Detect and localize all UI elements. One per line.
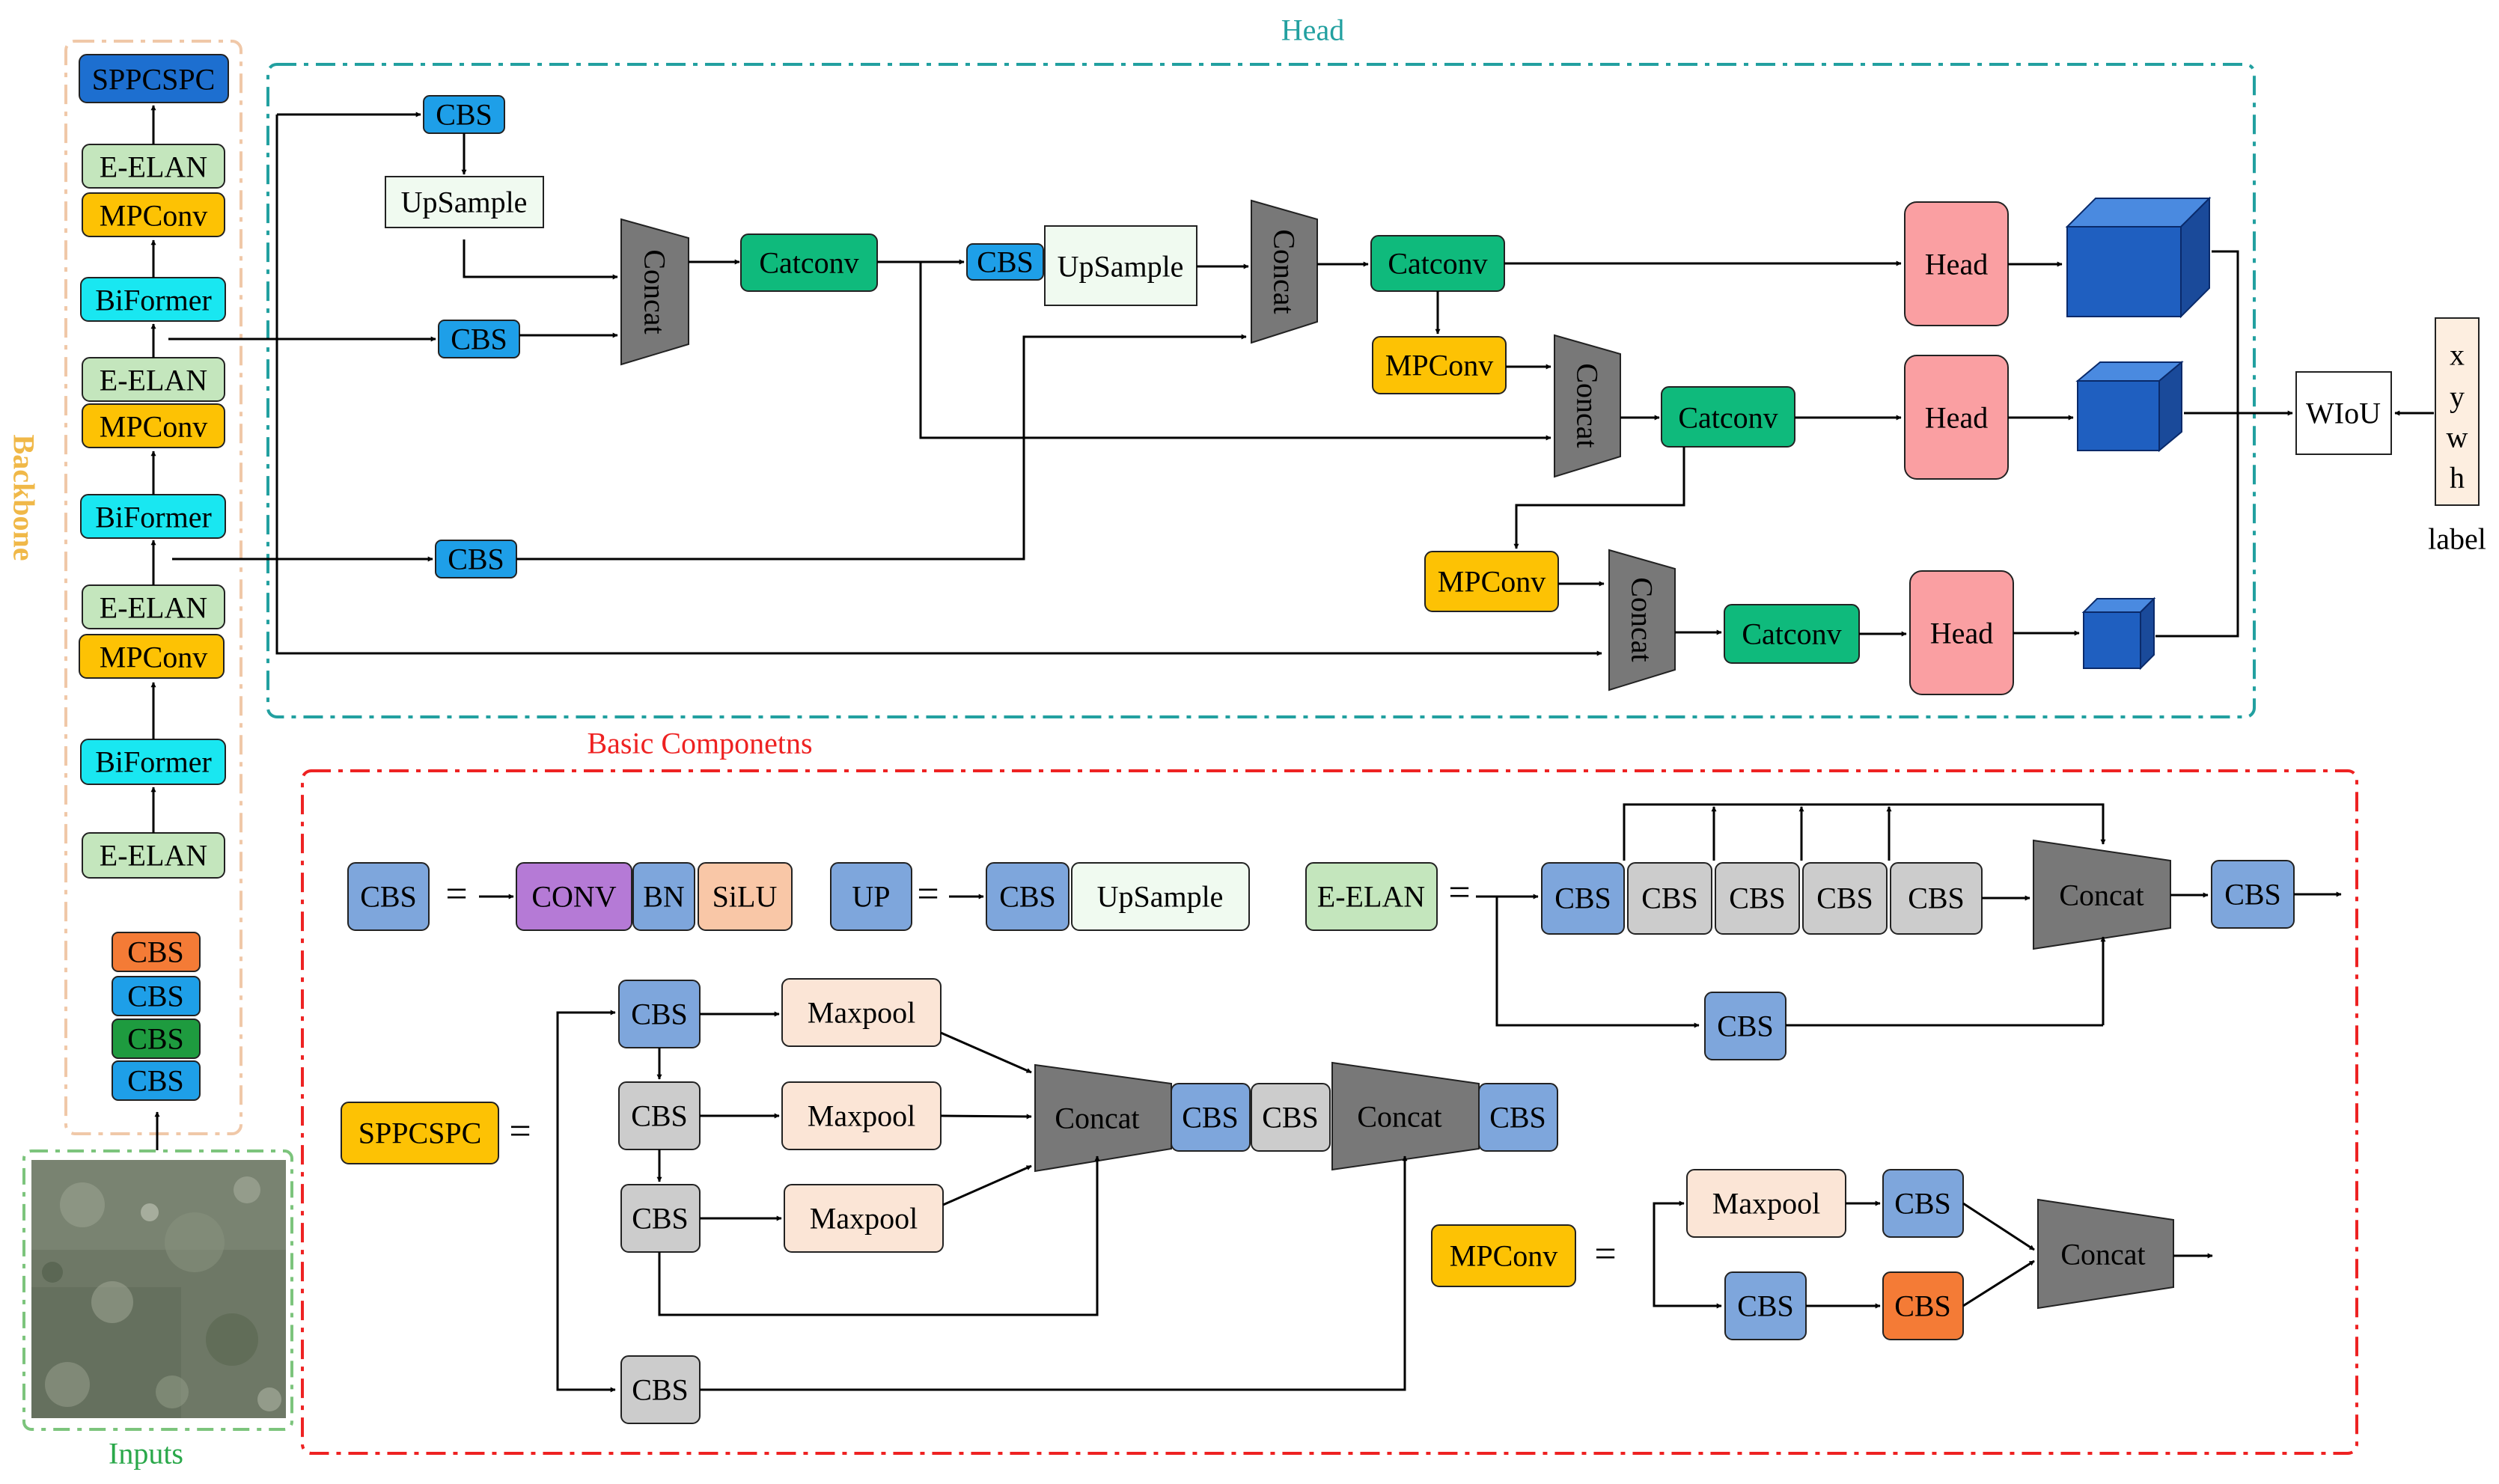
backbone-cbs-cyan: CBS [127, 980, 184, 1013]
head-catconv-1: Catconv [759, 246, 858, 280]
head-upsample-1: UpSample [401, 186, 528, 219]
backbone-section-title: Backbone [7, 435, 41, 561]
spp-cbs-4: CBS [1182, 1101, 1239, 1135]
label-y: y [2450, 380, 2465, 414]
spp-maxpool-2: Maxpool [808, 1099, 915, 1133]
head-frame [266, 63, 2256, 718]
head-catconv-2: Catconv [1388, 247, 1487, 281]
output-cube-medium [2075, 360, 2184, 453]
basic-components-frame [301, 769, 2358, 1455]
spp-cbs-1: CBS [631, 998, 688, 1031]
backbone-block-mpconv-1: MPConv [100, 199, 208, 233]
basic-sppcspc-equals: = [509, 1111, 531, 1153]
backbone-block-mpconv-3: MPConv [100, 641, 208, 674]
spp-maxpool-3: Maxpool [810, 1202, 918, 1236]
mp-cbs-1: CBS [1894, 1187, 1951, 1221]
basic-eelan-concat: Concat [2059, 879, 2143, 912]
backbone-cbs-cyan-2: CBS [127, 1064, 184, 1098]
basic-eelan-cbs-4: CBS [1816, 882, 1873, 915]
basic-eelan-cbs-5: CBS [1908, 882, 1965, 915]
backbone-cbs-green: CBS [127, 1022, 184, 1056]
mp-cbs-3: CBS [1894, 1289, 1951, 1323]
head-cbs-2: CBS [977, 245, 1034, 279]
head-section: CBS UpSample CBS CBS Concat Catconv CBS … [168, 95, 2486, 695]
basic-eelan-cbs-3: CBS [1729, 882, 1786, 915]
backbone-cbs-orange: CBS [127, 935, 184, 969]
mp-cbs-2: CBS [1737, 1289, 1794, 1323]
backbone-block-eelan-3: E-ELAN [100, 591, 207, 625]
basic-eelan-equals: = [1448, 872, 1470, 914]
backbone-block-sppcspc: SPPCSPC [92, 63, 216, 97]
spp-maxpool-1: Maxpool [808, 996, 915, 1030]
basic-eelan-cbs-out: CBS [2224, 878, 2281, 912]
inputs-frame [22, 1149, 293, 1431]
basic-components-title: Basic Componetns [587, 727, 812, 760]
head-output-1: Head [1925, 248, 1988, 281]
backbone-block-eelan-4: E-ELAN [100, 839, 207, 873]
spp-cbs-out: CBS [1489, 1101, 1546, 1135]
basic-eelan-label: E-ELAN [1317, 880, 1425, 914]
head-mpconv-1: MPConv [1385, 349, 1494, 382]
head-cbs-low: CBS [448, 543, 504, 576]
head-section-title: Head [1281, 13, 1344, 47]
label-h: h [2450, 461, 2465, 495]
head-concat-1: Concat [638, 249, 672, 334]
head-catconv-4: Catconv [1742, 617, 1841, 651]
backbone-block-biformer-1: BiFormer [95, 284, 212, 317]
basic-sppcspc-label: SPPCSPC [358, 1117, 482, 1150]
basic-cbs-def-label: CBS [360, 880, 417, 914]
head-catconv-3: Catconv [1678, 401, 1778, 435]
head-concat-4: Concat [1626, 577, 1659, 662]
basic-up-equals: = [917, 873, 939, 916]
basic-eelan-cbs-2: CBS [1641, 882, 1698, 915]
backbone-stack: SPPCSPC E-ELAN MPConv BiFormer E-ELAN MP… [79, 54, 229, 1101]
backbone-block-biformer-3: BiFormer [95, 745, 212, 779]
basic-mpconv-label: MPConv [1450, 1239, 1558, 1273]
label-w: w [2447, 421, 2468, 454]
label-caption: label [2428, 522, 2486, 556]
basic-components: CBS = CONV BN SiLU UP = CBS UpSample E-E… [341, 803, 2342, 1424]
label-x: x [2450, 338, 2465, 372]
basic-silu: SiLU [713, 880, 778, 914]
output-cube-large [2065, 196, 2212, 319]
output-cube-small [2081, 596, 2156, 671]
backbone-block-eelan-1: E-ELAN [100, 150, 207, 184]
head-output-3: Head [1930, 617, 1993, 650]
basic-eelan-cbs-1: CBS [1554, 882, 1611, 915]
head-cbs-top: CBS [436, 98, 492, 132]
basic-up-label: UP [852, 880, 890, 914]
wiou-loss: WIoU [2306, 397, 2381, 430]
basic-up-upsample: UpSample [1097, 880, 1224, 914]
head-mpconv-2: MPConv [1438, 565, 1546, 599]
spp-concat-2: Concat [1357, 1100, 1441, 1134]
head-concat-3: Concat [1571, 363, 1605, 448]
spp-concat-1: Concat [1055, 1102, 1139, 1135]
head-concat-2: Concat [1268, 229, 1302, 314]
head-upsample-2: UpSample [1058, 250, 1184, 284]
basic-up-cbs: CBS [999, 880, 1056, 914]
mp-maxpool: Maxpool [1712, 1187, 1820, 1221]
head-output-2: Head [1925, 401, 1988, 435]
basic-conv: CONV [531, 880, 616, 914]
backbone-block-biformer-2: BiFormer [95, 501, 212, 534]
spp-cbs-3: CBS [632, 1202, 689, 1236]
backbone-block-mpconv-2: MPConv [100, 410, 208, 444]
basic-cbs-equals: = [445, 873, 467, 916]
inputs-section-title: Inputs [109, 1437, 183, 1471]
basic-bn: BN [643, 880, 685, 914]
spp-cbs-5: CBS [1262, 1101, 1319, 1135]
head-cbs-mid: CBS [451, 323, 507, 356]
spp-cbs-bypass: CBS [632, 1373, 689, 1407]
spp-cbs-2: CBS [631, 1099, 688, 1133]
backbone-frame [64, 40, 242, 1135]
input-aerial-image [31, 1160, 286, 1418]
backbone-block-eelan-2: E-ELAN [100, 364, 207, 397]
basic-eelan-cbs-bypass: CBS [1717, 1010, 1774, 1043]
basic-mpconv-equals: = [1594, 1233, 1616, 1276]
mp-concat: Concat [2060, 1238, 2145, 1271]
